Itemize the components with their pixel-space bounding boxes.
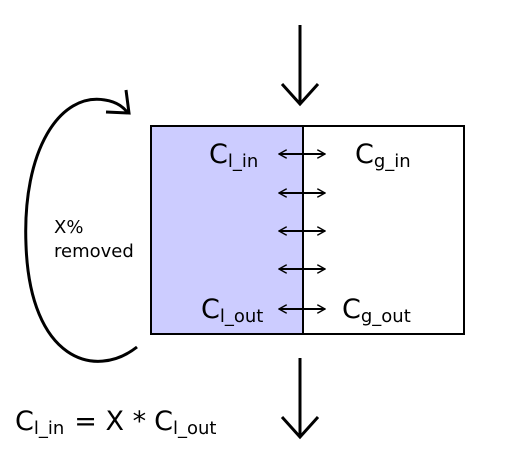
contactor-box <box>150 125 465 335</box>
label-removed-percent: X% <box>54 217 83 238</box>
recycle-equation: Cl_in= X *Cl_out <box>15 406 216 439</box>
label-removed-word: removed <box>54 241 134 262</box>
label-gas-out: Cg_out <box>342 294 411 327</box>
label-liquid-out: Cl_out <box>201 294 263 327</box>
label-gas-in: Cg_in <box>355 139 411 172</box>
inflow-arrow <box>280 25 320 107</box>
label-liquid-in: Cl_in <box>209 139 258 172</box>
mass-transfer-arrows <box>279 154 325 309</box>
liquid-phase-region <box>151 126 303 334</box>
recycle-loop-arrow <box>24 89 138 363</box>
outflow-arrow <box>280 358 320 440</box>
